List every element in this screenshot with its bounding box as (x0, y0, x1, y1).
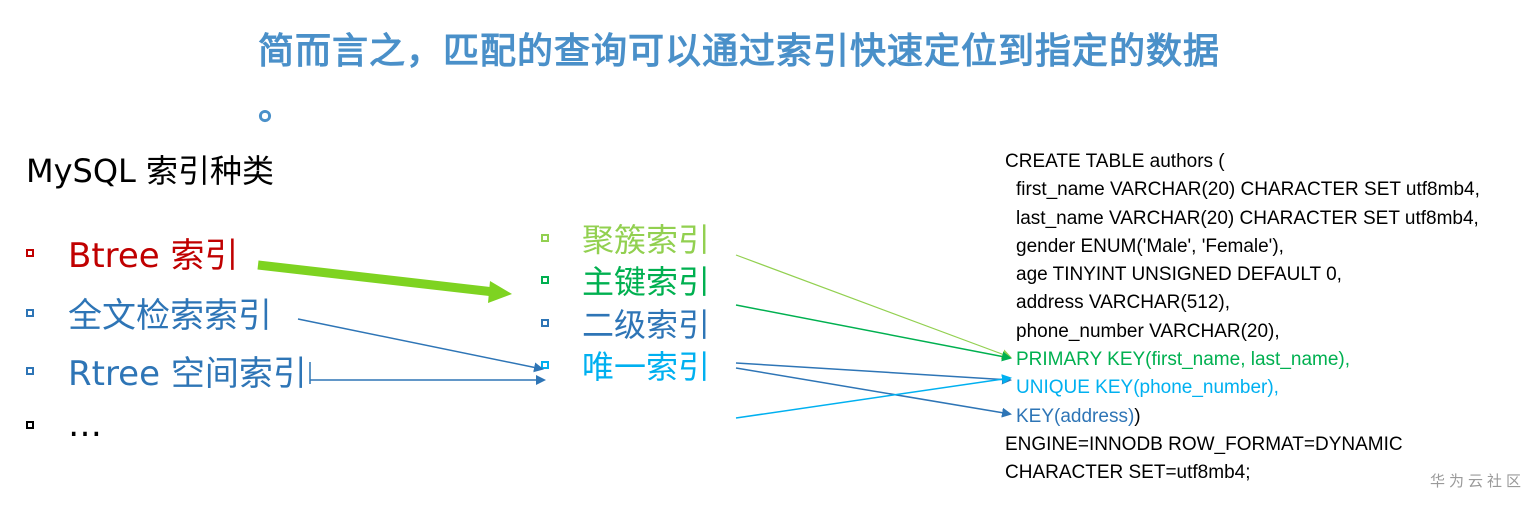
sql-text: gender ENUM('Male', 'Female'), (1016, 235, 1284, 257)
list-item-label: … (68, 405, 102, 445)
square-bullet-icon (26, 366, 34, 375)
list-item-label: 聚簇索引 (582, 221, 711, 259)
sql-text: last_name VARCHAR(20) CHARACTER SET utf8… (1016, 207, 1479, 229)
sql-text: ENGINE=INNODB ROW_FORMAT=DYNAMIC (1005, 433, 1403, 455)
arrow-unique-to-key (735, 367, 1012, 418)
square-bullet-icon (541, 276, 549, 284)
sql-text: KEY(address) (1016, 405, 1135, 427)
sql-line-primary-key: PRIMARY KEY(first_name, last_name), (1005, 346, 1480, 374)
sql-code-block: CREATE TABLE authors ( first_name VARCHA… (1005, 148, 1480, 488)
section-heading: MySQL 索引种类 (26, 152, 275, 190)
sql-line-unique-key: UNIQUE KEY(phone_number), (1005, 374, 1480, 402)
square-bullet-icon (541, 234, 549, 242)
arrow-primary-to-primary (735, 304, 1012, 362)
list-item-label: Btree 索引 (68, 236, 239, 276)
sql-text: age TINYINT UNSIGNED DEFAULT 0, (1016, 264, 1342, 286)
sql-text: CHARACTER SET=utf8mb4; (1005, 462, 1251, 484)
sql-text: phone_number VARCHAR(20), (1016, 320, 1280, 342)
list-item-clustered: 聚簇索引 (541, 215, 710, 261)
list-item-primary: 主键索引 (541, 257, 710, 303)
sql-text: address VARCHAR(512), (1016, 292, 1231, 314)
sql-text: CREATE TABLE authors ( (1005, 151, 1225, 172)
list-item-rtree: Rtree 空间索引 (26, 346, 307, 395)
square-bullet-icon (26, 248, 34, 257)
sql-line: CREATE TABLE authors ( (1005, 148, 1480, 176)
sql-text-suffix: ) (1134, 405, 1141, 427)
sql-line: address VARCHAR(512), (1005, 289, 1480, 317)
square-bullet-icon (541, 319, 549, 327)
sql-line: age TINYINT UNSIGNED DEFAULT 0, (1005, 261, 1480, 289)
sql-line: first_name VARCHAR(20) CHARACTER SET utf… (1005, 176, 1480, 204)
list-item-label: 唯一索引 (582, 348, 711, 386)
sql-text: UNIQUE KEY(phone_number), (1016, 377, 1279, 399)
sql-line: ENGINE=INNODB ROW_FORMAT=DYNAMIC (1005, 431, 1480, 459)
list-item-label: 全文检索索引 (68, 296, 272, 336)
page-title: 简而言之，匹配的查询可以通过索引快速定位到指定的数据 (258, 31, 1221, 72)
title-trailing-mark: 。 (258, 87, 295, 128)
arrow-unique-to-unique (735, 362, 1012, 385)
list-item-label: 主键索引 (582, 263, 711, 301)
arrow-clustered-to-primary (735, 254, 1012, 359)
list-item-secondary: 二级索引 (541, 300, 710, 346)
list-item-label: Rtree 空间索引 (68, 354, 307, 394)
sql-line: last_name VARCHAR(20) CHARACTER SET utf8… (1005, 205, 1480, 233)
sql-line: gender ENUM('Male', 'Female'), (1005, 233, 1480, 261)
sql-line-key: KEY(address)) (1005, 403, 1480, 431)
arrow-secondary-to-unique (735, 374, 1012, 419)
sql-line: CHARACTER SET=utf8mb4; (1005, 459, 1480, 487)
sql-text: PRIMARY KEY(first_name, last_name), (1016, 349, 1351, 371)
square-bullet-icon (26, 421, 34, 429)
list-item-fulltext: 全文检索索引 (26, 288, 272, 337)
list-item-more: … (26, 405, 102, 445)
watermark: 华为云社区 (1429, 472, 1525, 490)
arrow-fulltext (297, 318, 544, 373)
square-bullet-icon (26, 308, 34, 317)
list-item-btree: Btree 索引 (26, 228, 239, 277)
list-item-label: 二级索引 (582, 306, 711, 344)
sql-line: phone_number VARCHAR(20), (1005, 318, 1480, 346)
thick-arrow-btree (257, 260, 512, 303)
list-item-unique: 唯一索引 (541, 342, 710, 388)
sql-text: first_name VARCHAR(20) CHARACTER SET utf… (1016, 179, 1480, 201)
